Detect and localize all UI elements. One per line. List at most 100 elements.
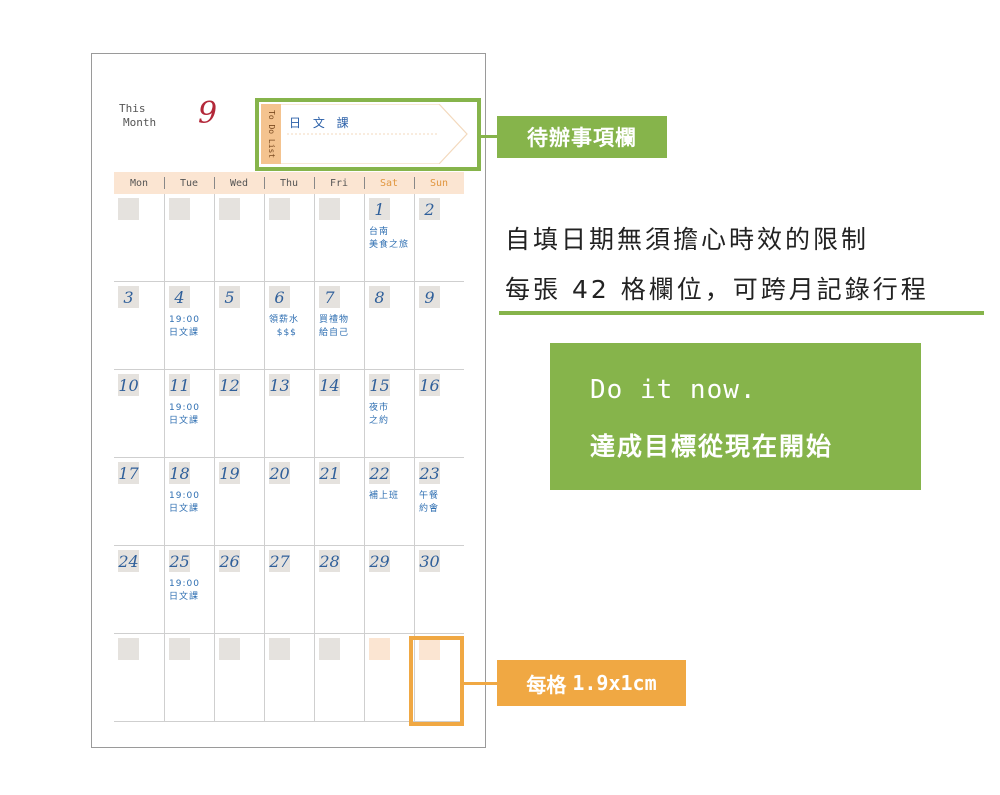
day-cell[interactable]: 21 [314,458,364,546]
description-line-2: 每張 42 格欄位，可跨月記錄行程 [505,275,929,304]
day-note: 買禮物 給自己 [319,315,350,338]
date-box: 8 [369,286,390,308]
day-note: 19:00 日文課 [169,403,200,426]
todo-highlight-box [255,98,481,171]
date-box [118,198,139,220]
date-box: 7 [319,286,340,308]
day-cell[interactable]: 13 [264,370,314,458]
day-note: 領薪水 $$$ [269,315,300,338]
day-note: 夜市 之約 [369,403,390,426]
description-underline [499,311,984,315]
day-cell[interactable] [164,194,214,282]
day-cell[interactable]: 14 [314,370,364,458]
weekday-tue: Tue [164,172,214,194]
date-box [169,638,190,660]
cell-size-prefix: 每格 [526,672,567,697]
weekday-sat: Sat [364,172,414,194]
day-cell[interactable] [264,634,314,722]
description-line-1: 自填日期無須擔心時效的限制 [505,225,870,254]
date-box: 30 [419,550,440,572]
date-box: 27 [269,550,290,572]
date-box [319,198,340,220]
date-box: 22 [369,462,390,484]
day-cell[interactable]: 19 [214,458,264,546]
day-note: 19:00 日文課 [169,491,200,514]
todo-tab-label: To Do List [261,104,281,164]
day-cell[interactable]: 12 [214,370,264,458]
day-cell[interactable]: 17 [114,458,164,546]
day-cell[interactable] [264,194,314,282]
day-cell[interactable]: 15 夜市 之約 [364,370,414,458]
day-cell[interactable]: 8 [364,282,414,370]
slogan-en: Do it now. [590,375,757,405]
day-cell[interactable]: 16 [414,370,464,458]
day-cell[interactable]: 6 領薪水 $$$ [264,282,314,370]
day-cell[interactable]: 27 [264,546,314,634]
todo-flag-outline [281,104,468,164]
date-box: 17 [118,462,139,484]
date-box: 23 [419,462,440,484]
date-box [118,638,139,660]
day-cell[interactable]: 3 [114,282,164,370]
date-box [169,198,190,220]
day-cell[interactable]: 10 [114,370,164,458]
day-cell[interactable] [214,194,264,282]
day-cell[interactable]: 20 [264,458,314,546]
date-box: 21 [319,462,340,484]
day-cell[interactable]: 4 19:00 日文課 [164,282,214,370]
date-box: 29 [369,550,390,572]
day-cell[interactable]: 28 [314,546,364,634]
date-box [369,638,390,660]
date-box: 1 [369,198,390,220]
date-box [419,638,440,660]
day-cell[interactable] [414,634,464,722]
day-cell[interactable]: 24 [114,546,164,634]
date-box [319,638,340,660]
date-box: 20 [269,462,290,484]
month-number: 9 [198,96,218,131]
date-box: 10 [118,374,139,396]
day-cell[interactable] [314,194,364,282]
day-cell[interactable]: 7 買禮物 給自己 [314,282,364,370]
date-box: 9 [419,286,440,308]
date-box: 4 [169,286,190,308]
day-cell[interactable] [314,634,364,722]
day-cell[interactable]: 23 午餐 約會 [414,458,464,546]
weekday-thu: Thu [264,172,314,194]
date-box: 6 [269,286,290,308]
this-label: This [119,102,146,115]
date-box: 16 [419,374,440,396]
todo-list-section: To Do List 日 文 課 [261,104,471,164]
weekday-header: Mon Tue Wed Thu Fri Sat Sun [114,172,464,194]
date-box [269,198,290,220]
todo-callout-label: 待辦事項欄 [497,116,667,158]
day-cell[interactable] [114,634,164,722]
date-box: 15 [369,374,390,396]
slogan-zh: 達成目標從現在開始 [590,432,834,461]
day-note: 午餐 約會 [419,491,440,514]
date-box: 25 [169,550,190,572]
cell-size-label: 每格 1.9x1cm [497,660,686,706]
day-cell[interactable]: 26 [214,546,264,634]
day-cell[interactable] [364,634,414,722]
day-cell[interactable]: 5 [214,282,264,370]
day-note: 19:00 日文課 [169,315,200,338]
day-cell[interactable] [214,634,264,722]
date-box: 19 [219,462,240,484]
day-cell[interactable]: 9 [414,282,464,370]
todo-connector-line [481,135,499,138]
day-cell[interactable]: 30 [414,546,464,634]
weekday-mon: Mon [129,177,149,189]
day-cell[interactable] [164,634,214,722]
day-cell[interactable] [114,194,164,282]
day-cell[interactable]: 29 [364,546,414,634]
day-cell[interactable]: 2 [414,194,464,282]
